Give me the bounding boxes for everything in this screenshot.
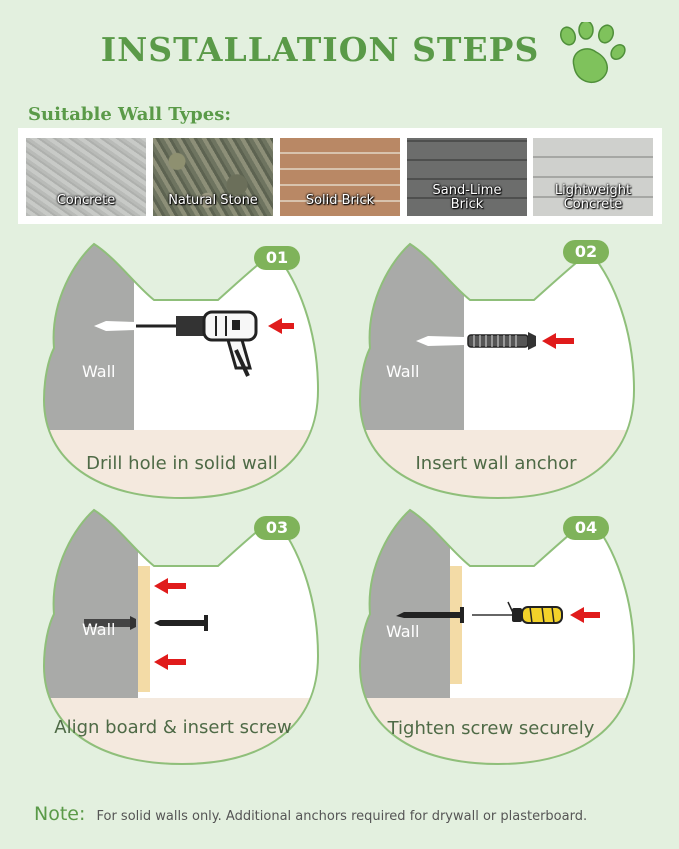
step-card-3: 03 Wall Align board & insert screw: [36, 506, 328, 768]
step-card-4: 04 Wall Tighten screw securely: [352, 506, 644, 768]
wall-type-label: Lightweight Concrete: [554, 183, 632, 212]
step-3-illustration: [42, 508, 320, 766]
wall-types-title: Suitable Wall Types:: [28, 104, 231, 125]
footer-note: Note: For solid walls only. Additional a…: [34, 803, 587, 825]
step-number-badge: 03: [254, 516, 300, 540]
step-caption: Insert wall anchor: [415, 453, 577, 474]
wall-types-strip: Concrete Natural Stone Solid Brick Sand-…: [18, 128, 662, 224]
wall-label: Wall: [82, 362, 116, 381]
wall-label: Wall: [386, 362, 420, 381]
step-4-illustration: [358, 508, 636, 766]
note-text: For solid walls only. Additional anchors…: [96, 809, 588, 824]
wall-label: Wall: [82, 620, 116, 639]
wall-type-concrete: Concrete: [26, 138, 146, 216]
step-number-badge: 02: [563, 240, 609, 264]
wall-type-label: Sand-Lime Brick: [432, 183, 502, 212]
wall-type-sand-lime-brick: Sand-Lime Brick: [407, 138, 527, 216]
step-caption: Align board & insert screw: [54, 717, 292, 738]
paw-icon: [559, 22, 626, 84]
step-caption: Tighten screw securely: [387, 718, 595, 739]
step-card-2: 02 Wall Insert wall anchor: [352, 240, 644, 502]
wall-type-solid-brick: Solid Brick: [280, 138, 400, 216]
note-label: Note:: [34, 803, 86, 825]
page-title: INSTALLATION STEPS: [100, 30, 540, 69]
step-2-illustration: [358, 242, 636, 500]
step-card-1: 01 Wall Drill hole in solid wall: [36, 240, 328, 502]
wall-type-label: Solid Brick: [305, 193, 375, 208]
wall-type-natural-stone: Natural Stone: [153, 138, 273, 216]
wall-type-label: Concrete: [56, 193, 116, 208]
wall-type-label: Natural Stone: [168, 193, 258, 208]
step-number-badge: 01: [254, 246, 300, 270]
wall-type-lightweight-concrete: Lightweight Concrete: [533, 138, 653, 216]
wall-label: Wall: [386, 622, 420, 641]
step-1-illustration: [42, 242, 320, 500]
step-caption: Drill hole in solid wall: [86, 453, 278, 474]
step-number-badge: 04: [563, 516, 609, 540]
